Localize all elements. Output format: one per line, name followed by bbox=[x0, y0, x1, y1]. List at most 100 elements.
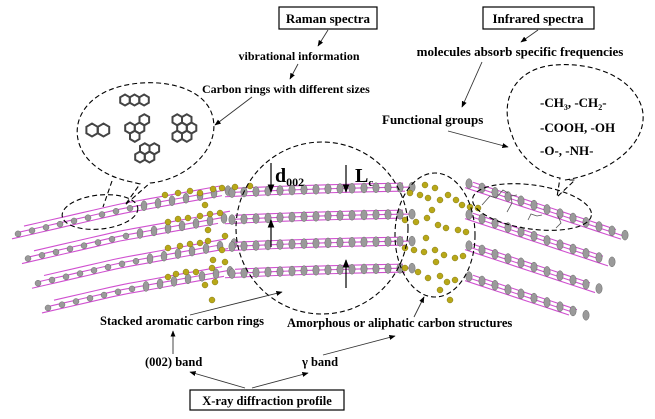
aromatic-carbon-atom bbox=[220, 213, 228, 224]
infrared-spectra-label: Infrared spectra bbox=[492, 11, 584, 26]
aromatic-carbon-atom bbox=[360, 236, 368, 248]
benzene-ring bbox=[138, 113, 151, 127]
cc-bond bbox=[529, 301, 544, 307]
aromatic-carbon-atom bbox=[276, 266, 284, 277]
aliphatic-carbon-atom bbox=[216, 209, 224, 217]
aromatic-carbon-atom bbox=[336, 264, 344, 275]
arrow-amorphous-to-ellipse bbox=[413, 296, 425, 318]
aromatic-carbon-atom bbox=[478, 213, 486, 225]
arrow-to-rings-bubble bbox=[214, 96, 253, 126]
aromatic-carbon-atom bbox=[42, 224, 50, 231]
aromatic-carbon-atom bbox=[408, 262, 416, 274]
cc-bond bbox=[129, 263, 145, 267]
aromatic-carbon-atom bbox=[188, 245, 196, 257]
aliphatic-carbon-atom bbox=[454, 226, 462, 234]
aliphatic-carbon-atom bbox=[459, 252, 467, 260]
benzene-ring bbox=[171, 129, 183, 143]
cc-bond bbox=[77, 246, 93, 252]
aromatic-carbon-atom bbox=[212, 268, 220, 279]
cc-bond bbox=[516, 204, 531, 210]
aliphatic-carbon-atom bbox=[221, 258, 229, 266]
cc-bond bbox=[594, 261, 609, 267]
aromatic-carbon-atom bbox=[465, 271, 473, 282]
cc-bond bbox=[542, 305, 557, 312]
aromatic-carbon-atom bbox=[408, 235, 416, 247]
aliphatic-carbon-atom bbox=[206, 210, 214, 218]
aliphatic-carbon-atom bbox=[196, 189, 204, 197]
aromatic-carbon-atom bbox=[156, 278, 164, 290]
cc-bond bbox=[503, 230, 518, 237]
arrow-vibrational-to-rings bbox=[289, 63, 299, 80]
cc-bond bbox=[39, 228, 55, 233]
cc-bond bbox=[555, 217, 570, 223]
cc-bond bbox=[516, 266, 531, 272]
aromatic-carbon-atom bbox=[288, 211, 296, 223]
cc-bond bbox=[555, 248, 570, 254]
aromatic-carbon-atom bbox=[504, 191, 512, 202]
cc-bond bbox=[45, 281, 61, 286]
cc-bond bbox=[137, 278, 153, 283]
cc-bond bbox=[23, 222, 39, 227]
aromatic-carbon-atom bbox=[465, 178, 473, 189]
stacked-carbon-layers bbox=[11, 178, 629, 321]
aromatic-carbon-atom bbox=[530, 292, 538, 304]
aliphatic-carbon-atom bbox=[174, 215, 182, 223]
aliphatic-carbon-atom bbox=[182, 268, 190, 276]
aromatic-carbon-atom bbox=[228, 241, 236, 252]
aliphatic-carbon-atom bbox=[176, 242, 184, 250]
cc-bond bbox=[211, 238, 227, 242]
cc-bond bbox=[49, 253, 65, 258]
cc-bond bbox=[464, 280, 479, 286]
aromatic-carbon-atom bbox=[114, 288, 122, 296]
aromatic-carbon-atom bbox=[240, 213, 248, 225]
aromatic-carbon-atom bbox=[28, 227, 36, 234]
cc-bond bbox=[87, 271, 103, 276]
aromatic-carbon-atom bbox=[556, 208, 564, 219]
cc-bond bbox=[581, 256, 596, 263]
amorphous-label: Amorphous or aliphatic carbon structures bbox=[287, 316, 512, 330]
functional-groups-label: Functional groups bbox=[382, 112, 483, 127]
aromatic-carbon-atom bbox=[276, 212, 284, 223]
aromatic-carbon-atom bbox=[543, 204, 551, 215]
aliphatic-carbon-atom bbox=[452, 196, 460, 204]
aliphatic-carbon-atom bbox=[462, 228, 470, 236]
aromatic-carbon-atom bbox=[52, 248, 60, 256]
arrow-gamma-to-amorphous bbox=[322, 335, 396, 356]
cc-bond bbox=[477, 222, 492, 228]
cc-bond bbox=[65, 212, 81, 217]
aromatic-carbon-atom bbox=[478, 275, 486, 287]
aromatic-carbon-atom bbox=[48, 276, 56, 284]
aromatic-carbon-atom bbox=[38, 252, 46, 259]
aliphatic-carbon-atom bbox=[466, 203, 474, 211]
cc-bond bbox=[555, 279, 570, 285]
benzene-ring bbox=[85, 122, 99, 138]
cc-bond bbox=[75, 237, 91, 242]
aliphatic-carbon-atom bbox=[186, 187, 194, 195]
aliphatic-carbon-atom bbox=[451, 254, 459, 262]
aromatic-carbon-atom bbox=[517, 257, 525, 269]
aliphatic-carbon-atom bbox=[431, 246, 439, 254]
aromatic-carbon-atom bbox=[556, 270, 564, 281]
cc-bond bbox=[516, 235, 531, 241]
aromatic-carbon-atom bbox=[100, 291, 108, 299]
aromatic-carbon-atom bbox=[543, 235, 551, 246]
cc-bond bbox=[57, 268, 73, 273]
aliphatic-carbon-atom bbox=[436, 196, 444, 204]
xrd-profile-label: X-ray diffraction profile bbox=[202, 394, 332, 408]
aromatic-carbon-atom bbox=[491, 249, 499, 260]
aromatic-carbon-atom bbox=[324, 183, 332, 195]
aliphatic-carbon-atom bbox=[164, 273, 172, 281]
cc-bond bbox=[43, 271, 59, 277]
aromatic-carbon-atom bbox=[252, 186, 260, 197]
aliphatic-carbon-atom bbox=[204, 237, 212, 245]
cc-bond bbox=[581, 287, 596, 294]
cc-bond bbox=[53, 296, 69, 301]
aromatic-carbon-atom bbox=[372, 182, 380, 193]
gamma-band-label: γ band bbox=[301, 355, 338, 369]
cc-bond bbox=[490, 257, 505, 264]
aromatic-carbon-atom bbox=[94, 239, 102, 246]
aromatic-carbon-atom bbox=[504, 222, 512, 233]
aromatic-carbon-atom bbox=[384, 182, 392, 193]
aliphatic-carbon-atom bbox=[443, 278, 451, 286]
